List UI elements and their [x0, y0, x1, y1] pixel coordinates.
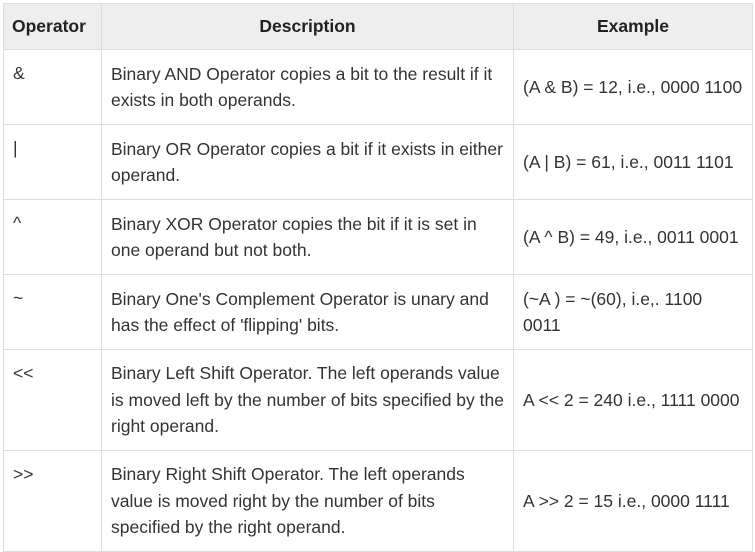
header-example: Example [513, 3, 753, 50]
table-row: << Binary Left Shift Operator. The left … [3, 349, 753, 451]
description-cell: Binary Right Shift Operator. The left op… [101, 450, 514, 552]
table-row: >> Binary Right Shift Operator. The left… [3, 450, 753, 552]
description-cell: Binary One's Complement Operator is unar… [101, 274, 514, 350]
table-row: ^ Binary XOR Operator copies the bit if … [3, 199, 753, 275]
table-header-row: Operator Description Example [3, 3, 753, 50]
example-cell: (A ^ B) = 49, i.e., 0011 0001 [513, 199, 753, 275]
example-cell: (A & B) = 12, i.e., 0000 1100 [513, 49, 753, 125]
operators-table: Operator Description Example & Binary AN… [3, 3, 753, 552]
operator-cell: << [3, 349, 102, 451]
header-description: Description [101, 3, 514, 50]
operator-cell: >> [3, 450, 102, 552]
example-cell: A >> 2 = 15 i.e., 0000 1111 [513, 450, 753, 552]
description-cell: Binary XOR Operator copies the bit if it… [101, 199, 514, 275]
description-cell: Binary Left Shift Operator. The left ope… [101, 349, 514, 451]
example-cell: (A | B) = 61, i.e., 0011 1101 [513, 124, 753, 200]
table-row: | Binary OR Operator copies a bit if it … [3, 124, 753, 200]
example-cell: (~A ) = ~(60), i.e,. 1100 0011 [513, 274, 753, 350]
example-cell: A << 2 = 240 i.e., 1111 0000 [513, 349, 753, 451]
operator-cell: ~ [3, 274, 102, 350]
operator-cell: & [3, 49, 102, 125]
description-cell: Binary AND Operator copies a bit to the … [101, 49, 514, 125]
header-operator: Operator [3, 3, 102, 50]
table-row: ~ Binary One's Complement Operator is un… [3, 274, 753, 350]
operator-cell: | [3, 124, 102, 200]
operator-cell: ^ [3, 199, 102, 275]
table-row: & Binary AND Operator copies a bit to th… [3, 49, 753, 125]
description-cell: Binary OR Operator copies a bit if it ex… [101, 124, 514, 200]
